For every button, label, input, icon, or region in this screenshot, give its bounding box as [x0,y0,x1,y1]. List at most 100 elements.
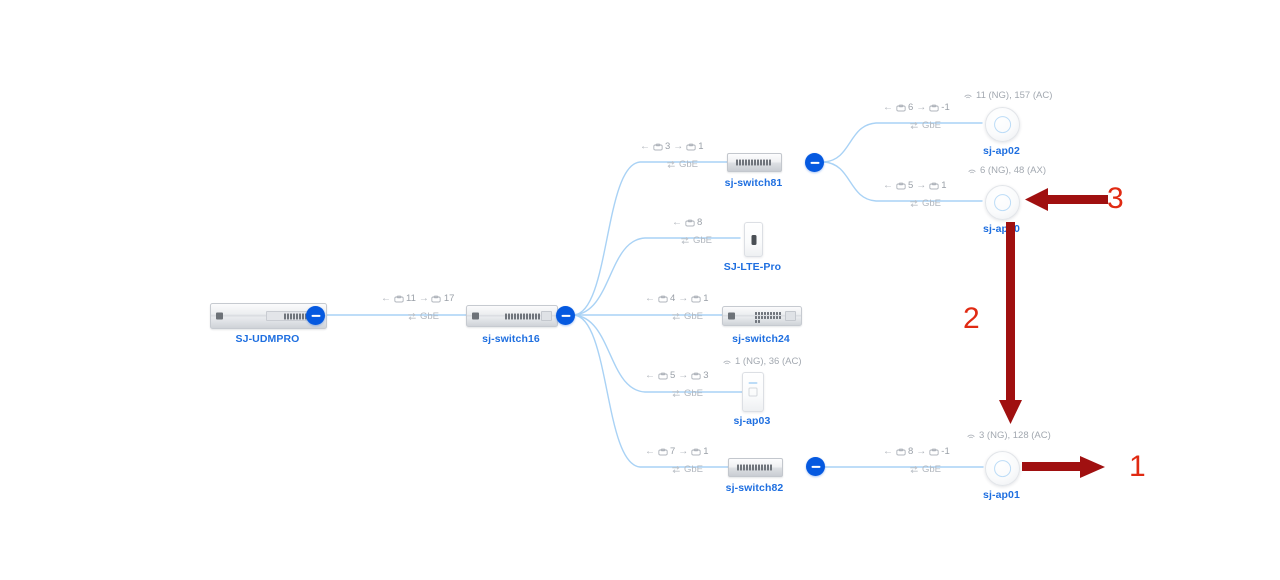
device-node-ap00[interactable]: sj-ap00 [983,185,1020,235]
link-speed: GbE [672,236,712,246]
downstream-count: 6 [908,102,914,114]
link-speed-text: GbE [922,120,942,131]
wifi-clients-ap03[interactable]: 1 (NG), 36 (AC) [722,357,802,367]
link-speed: GbE [645,465,709,475]
device-label-switch16: sj-switch16 [482,333,540,345]
link-label-switch81-ap00[interactable]: ← 5 → 1 GbE [883,181,947,209]
link-speed-text: GbE [684,388,704,399]
ap-disc-icon [985,185,1020,220]
transfer-icon [667,161,675,169]
upstream-count: 1 [698,141,704,153]
download-icon [895,104,906,111]
upstream-group: → 1 [678,294,708,304]
link-speed-text: GbE [684,311,704,322]
wifi-clients-ap00[interactable]: 6 (NG), 48 (AX) [967,166,1046,176]
device-label-ap02: sj-ap02 [983,145,1020,157]
upload-icon [929,182,939,189]
transfer-icon [910,122,918,130]
device-label-ltepro: SJ-LTE-Pro [723,261,782,273]
link-label-udmpro-switch16[interactable]: ← 11 → 17 GbE [381,294,454,322]
arrow-left-glyph: ← [883,102,893,113]
upload-icon [691,372,701,379]
collapse-badge-udmpro[interactable] [306,306,325,325]
port-bank-icon [755,312,783,323]
transfer-icon [910,200,918,208]
link-switch16-switch82 [573,314,729,468]
upstream-count: 1 [941,180,947,192]
link-client-counts: ← 7 → 1 [645,447,709,457]
wifi-clients-ap02[interactable]: 11 (NG), 157 (AC) [963,91,1052,101]
downstream-count: 4 [670,293,676,305]
downstream-group: ← 11 [381,294,416,304]
transfer-icon [672,313,680,321]
download-icon [895,182,906,189]
downstream-count: 11 [406,293,416,305]
switch-mini-icon [728,458,783,477]
switch-mini-icon [727,153,782,172]
link-label-switch16-switch82[interactable]: ← 7 → 1 GbE [645,447,709,475]
link-label-switch16-ltepro[interactable]: ← 8 GbE [672,218,712,246]
downstream-group: ← 3 [640,142,670,152]
upload-icon [431,295,441,302]
arrow-left-glyph: ← [645,293,655,304]
device-label-ap03: sj-ap03 [733,415,771,427]
transfer-icon [672,466,680,474]
link-switch81-ap02 [823,122,983,163]
brand-logo-icon [748,387,758,397]
arrow-right-glyph: → [916,446,927,457]
arrow-right-glyph: → [916,180,927,191]
link-label-switch82-ap01[interactable]: ← 8 → -1 GbE [883,447,950,475]
device-label-switch81: sj-switch81 [724,177,783,189]
upload-icon [929,448,939,455]
link-switch16-switch81 [573,161,728,316]
device-node-switch81[interactable]: sj-switch81 [725,153,782,189]
collapse-badge-switch81[interactable] [805,153,824,172]
ap-disc-icon [985,451,1020,486]
console-port-icon [472,312,479,320]
device-node-ap01[interactable]: sj-ap01 [983,451,1020,501]
downstream-count: 5 [908,180,914,192]
link-speed: GbE [640,160,704,170]
link-switch16-ltepro [573,237,741,316]
link-label-switch81-ap02[interactable]: ← 6 → -1 GbE [883,103,950,131]
wifi-clients-ap01[interactable]: 3 (NG), 128 (AC) [966,431,1051,441]
link-speed: GbE [645,312,709,322]
download-icon [895,448,906,455]
sfp-port-icon [541,311,552,321]
device-node-switch82[interactable]: sj-switch82 [726,458,783,494]
collapse-badge-switch82[interactable] [806,457,825,476]
sfp-port-icon [785,311,796,321]
device-node-ap03[interactable]: sj-ap03 [734,372,770,427]
download-icon [657,372,668,379]
upstream-count: 1 [703,446,709,458]
upstream-count: 1 [703,293,709,305]
arrow-left-glyph: ← [645,446,655,457]
link-label-switch16-ap03[interactable]: ← 5 → 3 GbE [645,371,709,399]
device-node-ap02[interactable]: sj-ap02 [983,107,1020,157]
transfer-icon [681,237,689,245]
arrow-right-glyph: → [678,370,689,381]
collapse-badge-switch16[interactable] [556,306,575,325]
wifi-clients-text: 6 (NG), 48 (AX) [980,165,1046,176]
switch-rack-icon [466,305,558,327]
device-node-ltepro[interactable]: SJ-LTE-Pro [724,222,781,273]
port-bank-icon [736,159,771,166]
upload-icon [691,295,701,302]
device-label-ap01: sj-ap01 [983,489,1020,501]
link-switch16-ap03 [573,314,743,393]
downstream-count: 3 [665,141,671,153]
link-label-switch16-switch81[interactable]: ← 3 → 1 GbE [640,142,704,170]
downstream-group: ← 5 [645,371,675,381]
device-node-switch16[interactable]: sj-switch16 [466,305,558,345]
downstream-group: ← 7 [645,447,675,457]
link-speed-text: GbE [922,464,942,475]
device-node-switch24[interactable]: sj-switch24 [722,306,802,345]
ap-disc-icon [985,107,1020,142]
wifi-icon [723,360,731,365]
download-icon [652,143,663,150]
annotation-number-1: 1 [1129,450,1146,483]
link-label-switch16-switch24[interactable]: ← 4 → 1 GbE [645,294,709,322]
link-speed: GbE [381,312,454,322]
arrow-left-glyph: ← [381,293,391,304]
